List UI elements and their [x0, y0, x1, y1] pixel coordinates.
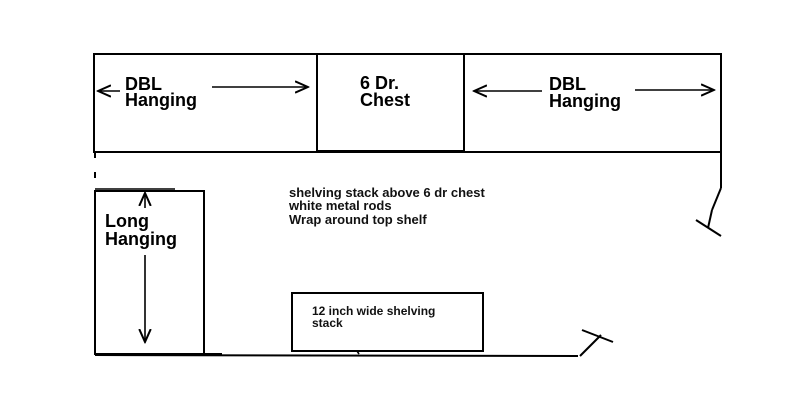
chest-box — [316, 53, 465, 152]
bottom-door-jamb — [579, 334, 602, 357]
chest-label: 6 Dr. Chest — [360, 73, 410, 110]
shelving-stack-label: 12 inch wide shelving stack — [312, 304, 439, 330]
dbl-right-label: DBL Hanging — [549, 74, 621, 111]
shelving-stack-box — [291, 292, 484, 352]
right-wall-angle — [711, 187, 722, 211]
long-hanging-label: Long Hanging — [105, 211, 177, 249]
shelving-mark — [356, 350, 360, 355]
long-hanging-box — [94, 190, 205, 355]
right-door-jamb — [707, 209, 713, 229]
shelving-notes: shelving stack above 6 dr chest white me… — [288, 185, 488, 227]
bottom-wall — [94, 354, 579, 357]
dbl-left-label: DBL Hanging — [125, 74, 197, 110]
bottom-door-swing — [581, 329, 614, 343]
